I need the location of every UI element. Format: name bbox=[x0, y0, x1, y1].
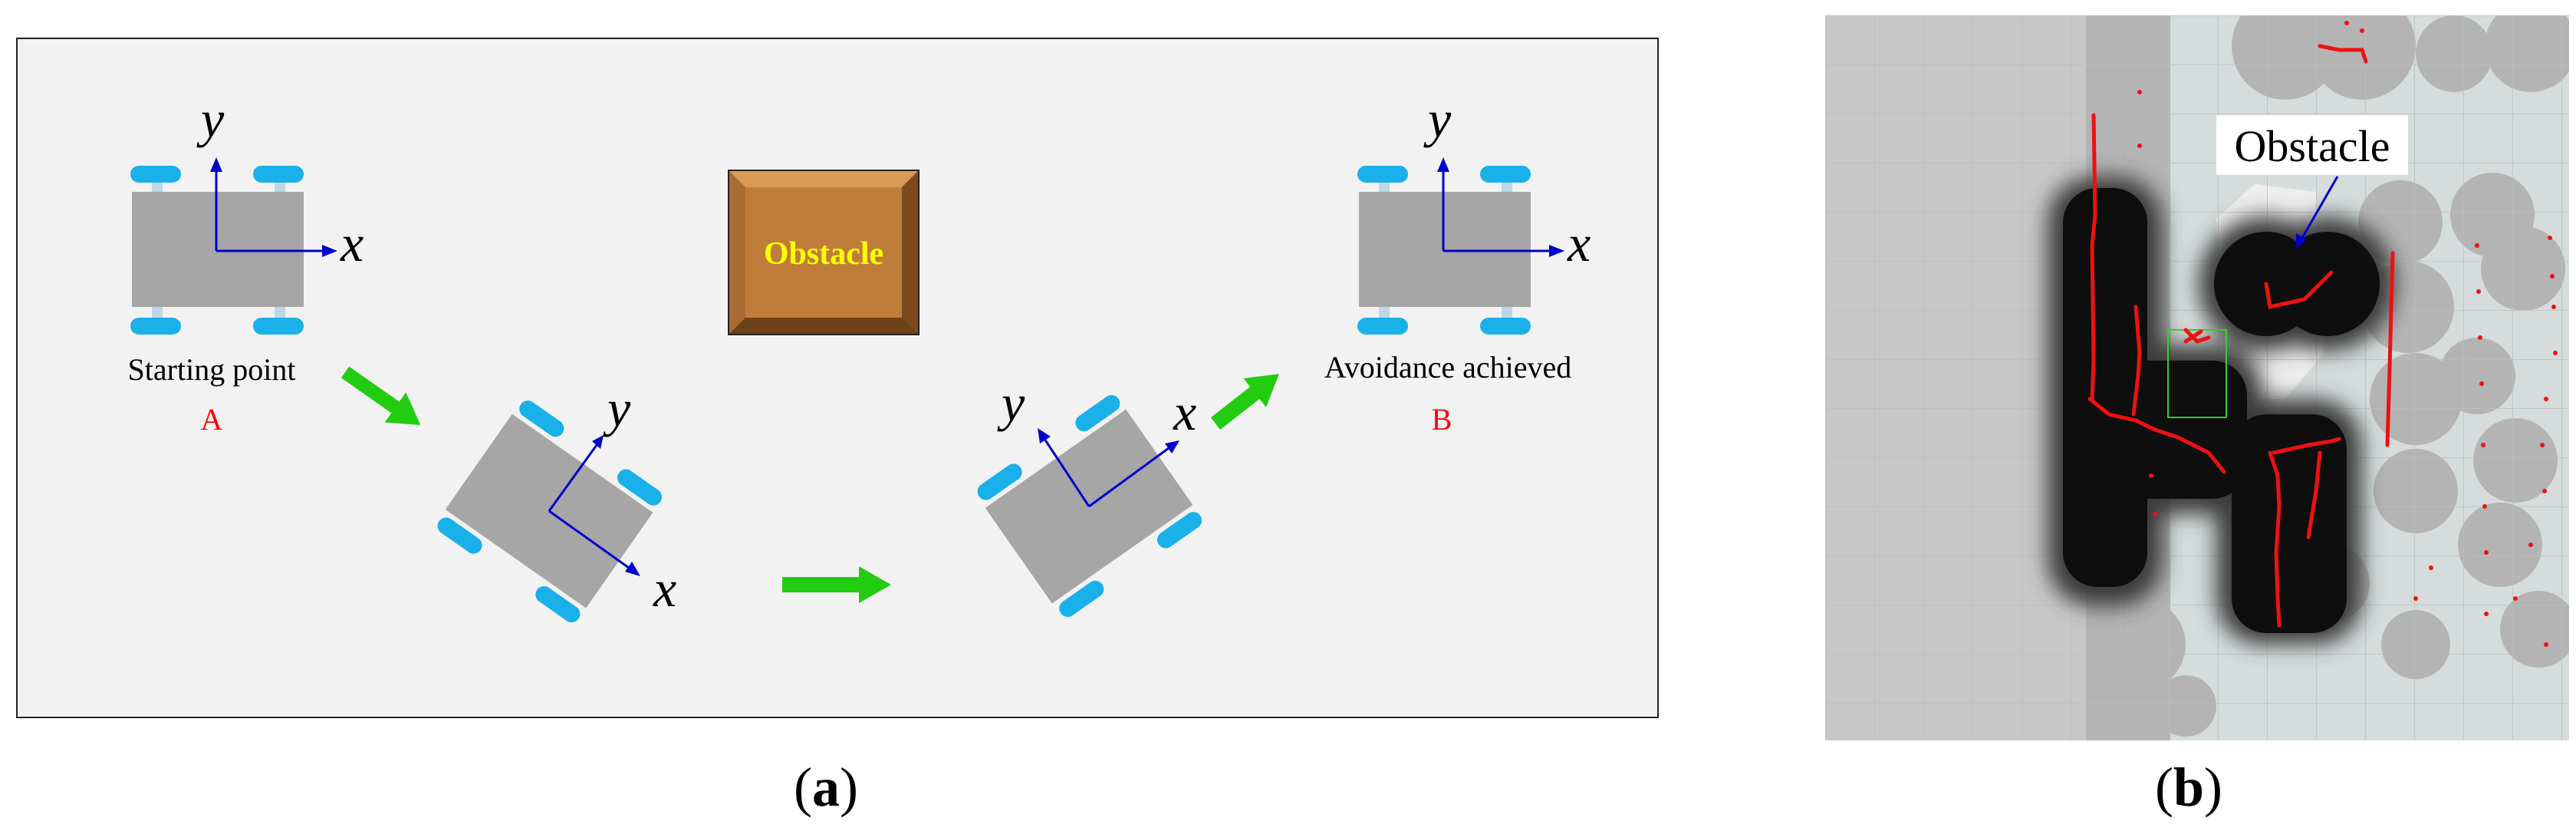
wheel-icon bbox=[130, 318, 181, 335]
y-axis-arrow bbox=[1043, 438, 1091, 507]
start-label: Starting point bbox=[128, 352, 296, 387]
wheel-icon bbox=[617, 469, 663, 506]
wheel-icon bbox=[1480, 166, 1531, 183]
caption-b: (b) bbox=[2155, 757, 2223, 818]
y-axis-arrow bbox=[548, 444, 598, 512]
robot-body bbox=[132, 192, 304, 307]
y-axis-label: y bbox=[1423, 90, 1452, 148]
wheel-icon bbox=[253, 318, 304, 335]
wheel-icon bbox=[1075, 394, 1120, 432]
x-axis-label: x bbox=[1173, 383, 1196, 441]
goal-point-label: B bbox=[1432, 402, 1452, 437]
caption-a: (a) bbox=[794, 757, 858, 818]
x-axis-label: x bbox=[340, 214, 364, 272]
wheel-icon bbox=[519, 401, 564, 437]
y-axis-label: y bbox=[603, 379, 631, 437]
inflated-obstacles bbox=[2048, 176, 2395, 645]
y-axis-label: y bbox=[196, 90, 225, 148]
obstacle-callout-label: Obstacle bbox=[2235, 121, 2390, 171]
obstacle-block bbox=[728, 170, 920, 335]
robot-start: y x bbox=[130, 90, 364, 335]
laser-scan bbox=[2087, 44, 2395, 628]
robot-footprint bbox=[2167, 329, 2227, 418]
motion-arrow bbox=[341, 366, 421, 425]
robot-body bbox=[1359, 192, 1531, 307]
wheel-icon bbox=[1480, 318, 1531, 335]
wheel-icon bbox=[1157, 512, 1202, 549]
wheel-icon bbox=[130, 166, 181, 183]
callout-arrow bbox=[2301, 176, 2339, 239]
wheel-icon bbox=[1357, 318, 1408, 335]
x-axis-label: x bbox=[653, 559, 676, 618]
goal-label: Avoidance achieved bbox=[1324, 350, 1571, 384]
laser-points bbox=[2137, 21, 2558, 647]
obstacle-label: Obstacle bbox=[764, 236, 883, 272]
motion-arrow bbox=[782, 566, 891, 603]
panel-a-frame bbox=[16, 38, 1659, 718]
y-axis-label: y bbox=[997, 374, 1025, 432]
wheel-icon bbox=[1059, 580, 1104, 617]
wheel-icon bbox=[535, 585, 581, 623]
wheel-icon bbox=[437, 517, 482, 554]
panel-b-costmap: Obstacle bbox=[1825, 15, 2569, 740]
panel-a-diagram: y x Starting point A Obstacle y x bbox=[16, 38, 1659, 718]
x-axis-arrow bbox=[1088, 447, 1170, 508]
wheel-icon bbox=[1357, 166, 1408, 183]
x-axis-arrow bbox=[548, 509, 630, 569]
start-point-label: A bbox=[201, 402, 223, 437]
wheel-icon bbox=[253, 166, 304, 183]
obstacle-callout-box bbox=[2216, 115, 2408, 175]
motion-arrow bbox=[1210, 374, 1279, 430]
robot-goal: y x bbox=[1357, 90, 1591, 335]
x-axis-label: x bbox=[1567, 214, 1591, 272]
wheel-icon bbox=[977, 463, 1022, 500]
